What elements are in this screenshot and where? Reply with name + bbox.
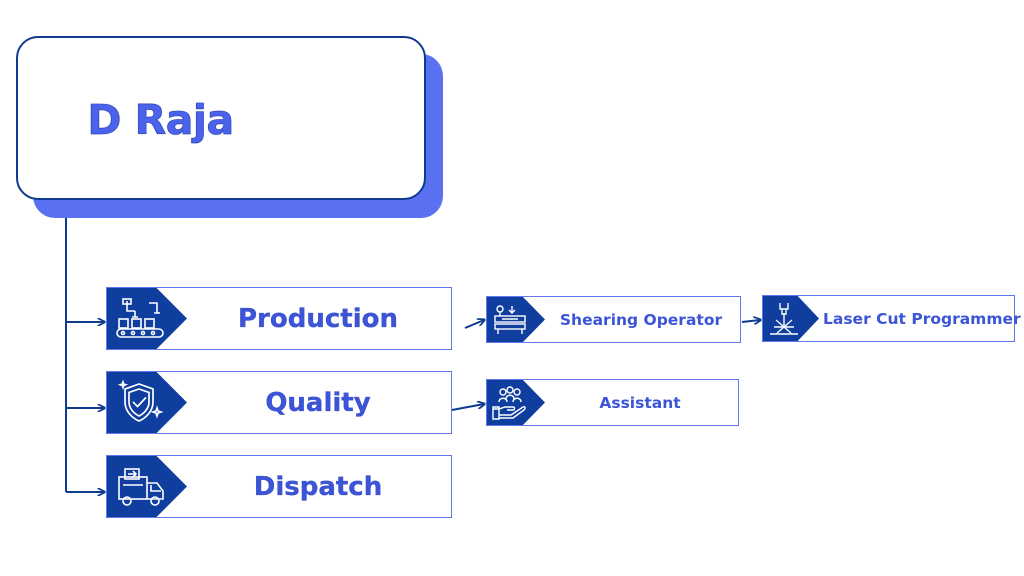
assistant-label: Assistant (599, 393, 681, 412)
shield-check-icon (117, 378, 164, 422)
node-dispatch: Dispatch (106, 455, 452, 518)
dispatch-label: Dispatch (253, 471, 383, 502)
title-text: D Raja (87, 96, 234, 145)
arrow-to-shearing-operator (464, 320, 484, 329)
node-production: Production (106, 287, 452, 350)
assistant-icon-tab (487, 380, 545, 425)
production-label: Production (238, 303, 398, 334)
node-shearing-operator: Shearing Operator (486, 296, 741, 343)
node-laser-cut-programmer: Laser Cut Programmer (762, 295, 1021, 342)
conveyor-factory-icon (116, 297, 164, 338)
quality-label: Quality (265, 387, 371, 418)
team-hand-icon (492, 385, 526, 420)
node-assistant: Assistant (486, 379, 739, 426)
quality-icon-tab (107, 372, 187, 433)
shearing-machine-icon (494, 304, 526, 334)
laser-cutter-icon (770, 302, 798, 335)
laser-cut-programmer-label: Laser Cut Programmer (823, 309, 1021, 328)
delivery-truck-icon (118, 467, 164, 506)
arrow-to-laser-cut-programmer (741, 320, 760, 322)
arrow-to-assistant (451, 404, 484, 411)
production-icon-tab (107, 288, 187, 349)
shearing-operator-label: Shearing Operator (559, 310, 723, 329)
shearing-operator-icon-tab (487, 297, 545, 342)
node-quality: Quality (106, 371, 452, 434)
title-card: D Raja (16, 36, 426, 200)
dispatch-icon-tab (107, 456, 187, 517)
laser-cut-programmer-icon-tab (763, 296, 819, 341)
